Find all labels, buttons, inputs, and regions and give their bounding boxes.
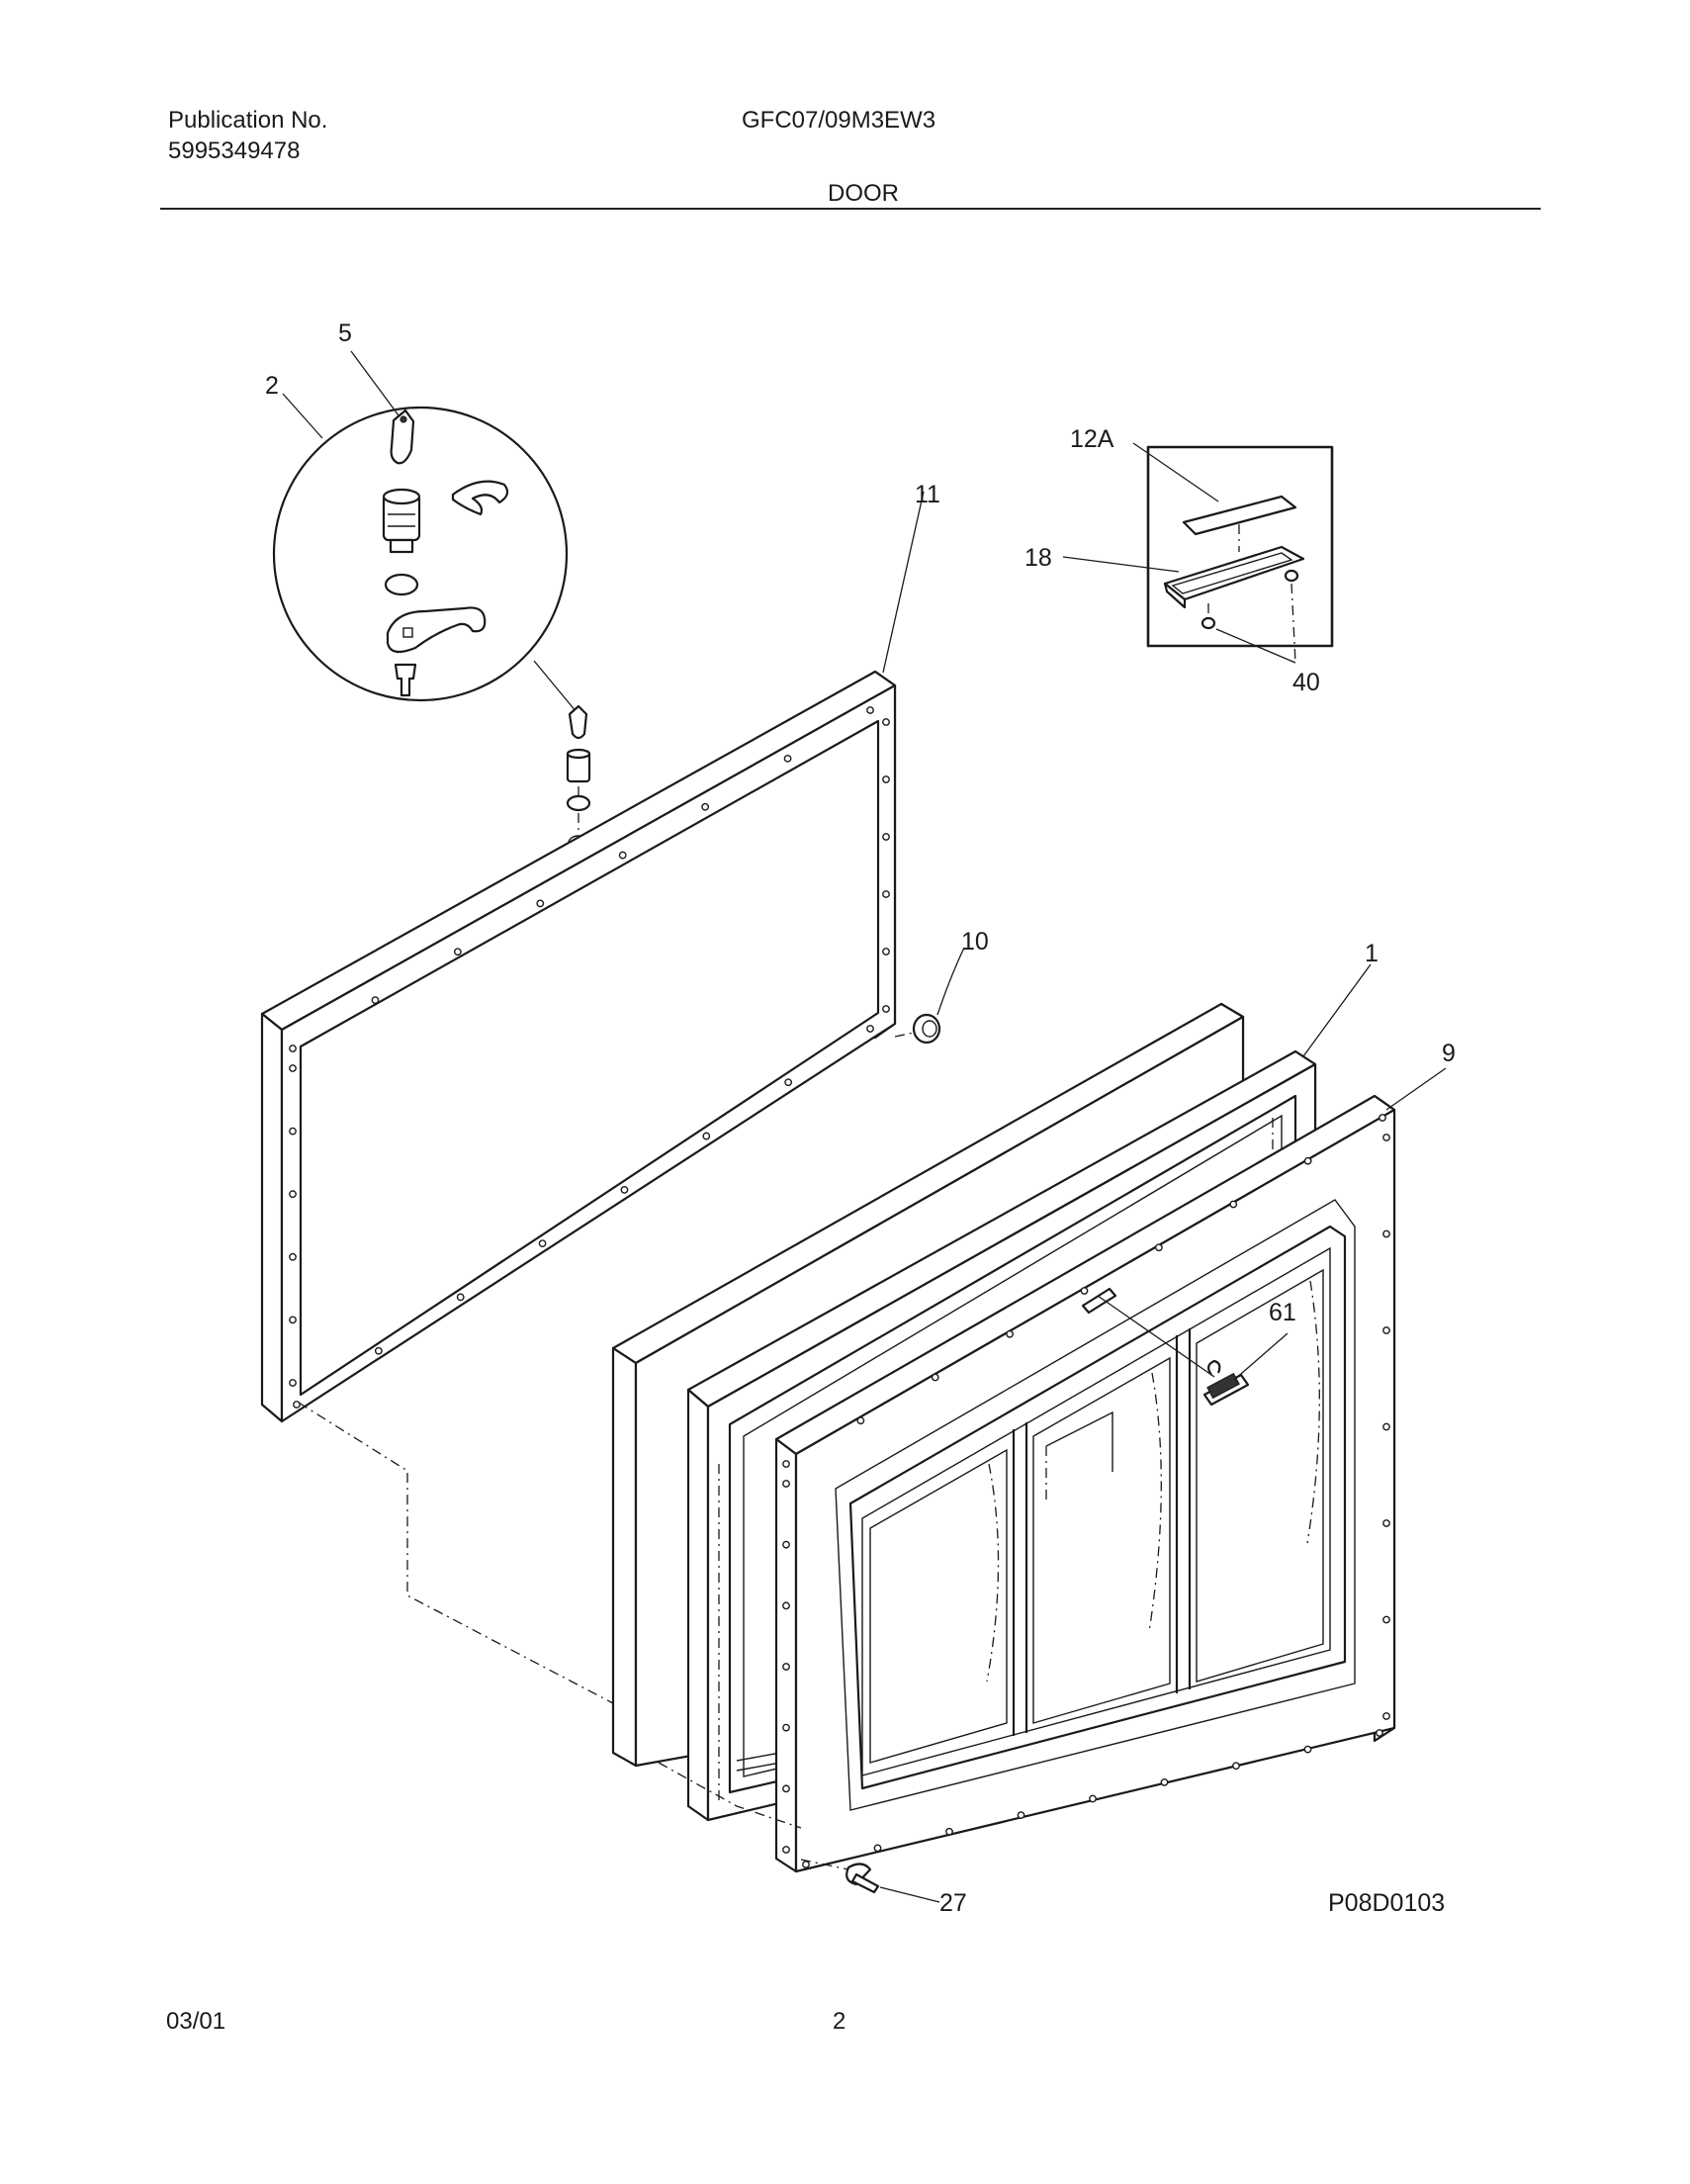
mounting-hole — [782, 1846, 790, 1854]
mounting-hole — [289, 1127, 297, 1136]
mounting-hole — [1154, 1243, 1163, 1252]
mounting-hole — [293, 1401, 301, 1409]
mounting-hole — [702, 1132, 711, 1140]
mounting-hole — [289, 1045, 297, 1052]
callout-9: 9 — [1442, 1040, 1456, 1067]
mounting-hole — [1382, 1326, 1390, 1334]
mounting-hole — [1089, 1794, 1097, 1803]
mounting-hole — [1017, 1811, 1025, 1820]
mounting-hole — [882, 890, 890, 898]
page-number: 2 — [833, 2008, 846, 2035]
mounting-hole — [802, 1861, 810, 1868]
mounting-hole — [882, 833, 890, 841]
inner-door-liner — [774, 1094, 1396, 1873]
callout-12a: 12A — [1070, 425, 1114, 453]
mounting-hole — [866, 1025, 874, 1033]
callout-10: 10 — [961, 928, 989, 956]
mounting-hole — [536, 899, 545, 908]
mounting-hole — [873, 1844, 882, 1853]
section-title: DOOR — [828, 180, 899, 207]
mounting-hole — [1229, 1200, 1238, 1209]
mounting-hole — [1080, 1287, 1089, 1295]
publication-label: Publication No. — [168, 107, 328, 134]
mounting-hole — [1379, 1114, 1386, 1122]
mounting-hole — [1303, 1745, 1312, 1754]
mounting-hole — [374, 1346, 383, 1355]
mounting-hole — [1006, 1329, 1015, 1338]
mounting-hole — [882, 948, 890, 956]
mounting-hole — [456, 1293, 465, 1302]
mounting-hole — [1160, 1777, 1169, 1786]
latch-clip — [1202, 1359, 1250, 1407]
callout-61: 61 — [1269, 1299, 1296, 1326]
mounting-hole — [289, 1379, 297, 1387]
mounting-hole — [1382, 1519, 1390, 1527]
mounting-hole — [289, 1190, 297, 1199]
mounting-hole — [945, 1827, 953, 1836]
lock-detail-circle — [272, 406, 569, 702]
mounting-hole — [782, 1460, 790, 1468]
mounting-hole — [371, 996, 380, 1005]
mounting-hole — [782, 1663, 790, 1671]
mounting-hole — [1382, 1422, 1390, 1431]
mounting-hole — [453, 948, 462, 956]
mounting-hole — [1303, 1156, 1312, 1165]
mounting-hole — [1382, 1134, 1390, 1141]
mounting-hole — [782, 1540, 790, 1549]
mounting-hole — [1382, 1615, 1390, 1624]
header-rule — [160, 208, 1541, 210]
callout-2: 2 — [265, 372, 279, 400]
mounting-hole — [782, 1480, 790, 1488]
mounting-hole — [784, 1078, 793, 1087]
screw — [845, 1863, 880, 1894]
door-gasket-frame — [260, 670, 897, 1423]
mounting-hole — [882, 1005, 890, 1013]
mounting-hole — [782, 1601, 790, 1610]
mounting-hole — [620, 1185, 629, 1194]
mounting-hole — [618, 851, 627, 860]
mounting-hole — [701, 802, 710, 811]
callout-18: 18 — [1024, 544, 1052, 572]
mounting-hole — [289, 1064, 297, 1072]
mounting-hole — [1382, 1229, 1390, 1238]
mounting-hole — [782, 1784, 790, 1793]
model-number: GFC07/09M3EW3 — [742, 107, 936, 134]
callout-27: 27 — [939, 1889, 967, 1917]
mounting-hole — [289, 1252, 297, 1261]
mounting-hole — [856, 1416, 865, 1425]
drawing-id: P08D0103 — [1328, 1889, 1445, 1917]
handle-detail-box — [1146, 445, 1334, 664]
mounting-hole — [866, 706, 874, 714]
mounting-hole — [782, 1723, 790, 1732]
publication-number: 5995349478 — [168, 137, 301, 164]
mounting-hole — [538, 1239, 547, 1248]
callout-5: 5 — [338, 319, 352, 347]
mounting-hole — [1232, 1762, 1240, 1771]
callout-40: 40 — [1292, 669, 1320, 696]
footer-date: 03/01 — [166, 2008, 226, 2035]
mounting-hole — [882, 775, 890, 783]
mounting-hole — [783, 754, 792, 763]
mounting-hole — [1382, 1712, 1390, 1720]
callout-1: 1 — [1365, 940, 1379, 967]
mounting-hole — [1376, 1729, 1383, 1737]
mounting-hole — [289, 1316, 297, 1324]
mounting-hole — [882, 718, 890, 726]
bumper — [894, 1013, 941, 1045]
callout-11: 11 — [915, 481, 940, 508]
mounting-hole — [931, 1373, 939, 1382]
